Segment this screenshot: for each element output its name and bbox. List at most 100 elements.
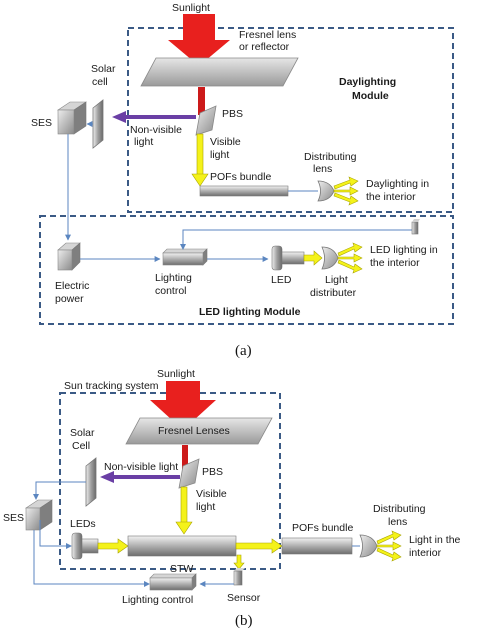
ses-to-leds-link	[39, 520, 68, 547]
led-module-title: LED lighting Module	[199, 306, 301, 318]
led-to-distributer-arrow	[303, 250, 323, 266]
sunlight-label: Sunlight	[172, 2, 210, 14]
lighting-control-box-a	[162, 248, 208, 266]
lighting-control-label-2: control	[155, 285, 187, 297]
stw-label: STW	[170, 563, 193, 575]
visible-arrow-b-shaft	[180, 486, 188, 526]
sunlight-label-b: Sunlight	[157, 368, 195, 380]
led-interior-label-2: the interior	[370, 257, 420, 269]
diagram-a: Sunlight Fresnel lens or reflector Dayli…	[31, 2, 454, 359]
nonvisible-arrow-head	[112, 111, 126, 123]
visible-arrow-b-head	[175, 521, 193, 535]
stw-to-sensor-arrow	[233, 554, 245, 570]
led-label: LED	[271, 274, 292, 286]
distributing-label-2: lens	[313, 163, 332, 175]
distributing-label-1: Distributing	[304, 151, 357, 163]
ses-to-leds-arrow	[66, 543, 72, 549]
nonvisible-label-1: Non-visible	[130, 124, 182, 136]
caption-b: (b)	[235, 613, 253, 629]
solar-label-b-1: Solar	[70, 427, 95, 439]
light-distributer-label-2: distributer	[310, 287, 357, 299]
pofs-bundle-b	[281, 537, 353, 555]
solar-to-ses-arrow-b	[33, 494, 39, 500]
fresnel-label-2: or reflector	[239, 41, 290, 53]
light-interior-label-1: Light in the	[409, 534, 461, 546]
lighting-control-box-b	[149, 573, 197, 591]
visible-label-2: light	[210, 149, 229, 161]
solar-label-b-2: Cell	[72, 440, 90, 452]
feedback-arrow-head	[180, 244, 186, 250]
pbs-splitter-b	[178, 458, 200, 489]
daylighting-module-box	[127, 27, 454, 213]
feedback-loop-a	[182, 229, 412, 249]
red-beam-b	[182, 445, 188, 469]
fresnel-lenses-plate	[125, 417, 273, 445]
ses-label-a: SES	[31, 117, 52, 129]
led-unit-a	[271, 245, 305, 271]
distributing-label-b-2: lens	[388, 516, 407, 528]
sensor-label: Sensor	[227, 592, 261, 604]
visible-label-b-1: Visible	[196, 488, 227, 500]
daylight-interior-label-1: Daylighting in	[366, 178, 429, 190]
solar-cell-panel-a	[92, 99, 104, 149]
fresnel-label-1: Fresnel lens	[239, 29, 296, 41]
daylighting-title-2: Module	[352, 90, 389, 102]
visible-label-b-2: light	[196, 501, 215, 513]
electric-power-cube	[57, 242, 81, 271]
ses-cube-b	[25, 499, 53, 531]
lighting-control-label-1: Lighting	[155, 272, 192, 284]
ses-cube-a	[57, 101, 87, 135]
daylight-interior-label-2: the interior	[366, 191, 416, 203]
sun-tracking-label: Sun tracking system	[64, 380, 159, 392]
electric-label-1: Electric	[55, 280, 89, 292]
sunlight-arrow-b	[150, 381, 216, 430]
ses-to-control-arrow	[144, 581, 150, 587]
daylight-output-arrows	[333, 176, 359, 206]
pbs-label: PBS	[222, 108, 243, 120]
nonvisible-arrow-b-head	[100, 471, 114, 483]
pofs-label-b: POFs bundle	[292, 522, 353, 534]
leds-label: LEDs	[70, 518, 96, 530]
caption-a: (a)	[235, 343, 252, 359]
visible-arrow-shaft	[196, 133, 204, 177]
distributing-lens	[317, 180, 335, 202]
solar-label-1: Solar	[91, 63, 116, 75]
leds-unit	[71, 532, 99, 560]
electric-label-2: power	[55, 293, 84, 305]
pofs-bundle	[199, 185, 289, 197]
sunlight-arrow	[168, 14, 230, 66]
interior-output-arrows	[376, 530, 402, 562]
stw-tube	[127, 535, 237, 557]
distributing-lens-b	[359, 534, 378, 558]
solar-cell-panel-b	[85, 457, 97, 507]
solar-to-ses-link-b	[35, 481, 86, 496]
stw-to-pofs-arrow	[235, 538, 283, 554]
solar-label-2: cell	[92, 76, 108, 88]
red-beam	[198, 87, 205, 115]
light-interior-label-2: interior	[409, 547, 442, 559]
visible-label-1: Visible	[210, 136, 241, 148]
nonvisible-label-b: Non-visible light	[104, 461, 178, 473]
pbs-splitter	[195, 105, 217, 136]
ses-label-b: SES	[3, 512, 24, 524]
diagram-b: Sun tracking system Sunlight Fresnel Len…	[3, 368, 461, 629]
light-distributer	[321, 246, 339, 270]
fresnel-lenses-label: Fresnel Lenses	[158, 425, 230, 437]
ses-to-control-link	[33, 530, 146, 585]
daylighting-title-1: Daylighting	[339, 76, 396, 88]
fresnel-lens-plate	[140, 57, 299, 87]
light-distributer-label-1: Light	[325, 274, 348, 286]
pbs-label-b: PBS	[202, 466, 223, 478]
sensor-b	[233, 568, 245, 586]
led-interior-label-1: LED lighting in	[370, 244, 438, 256]
lighting-control-label-b: Lighting control	[122, 594, 193, 606]
distributing-label-b-1: Distributing	[373, 503, 426, 515]
leds-to-stw-arrow	[97, 538, 129, 554]
pofs-label: POFs bundle	[210, 171, 271, 183]
led-output-arrows	[337, 242, 363, 274]
visible-arrow-head	[191, 173, 209, 187]
sensor-a	[411, 219, 420, 235]
nonvisible-label-2: light	[134, 136, 153, 148]
